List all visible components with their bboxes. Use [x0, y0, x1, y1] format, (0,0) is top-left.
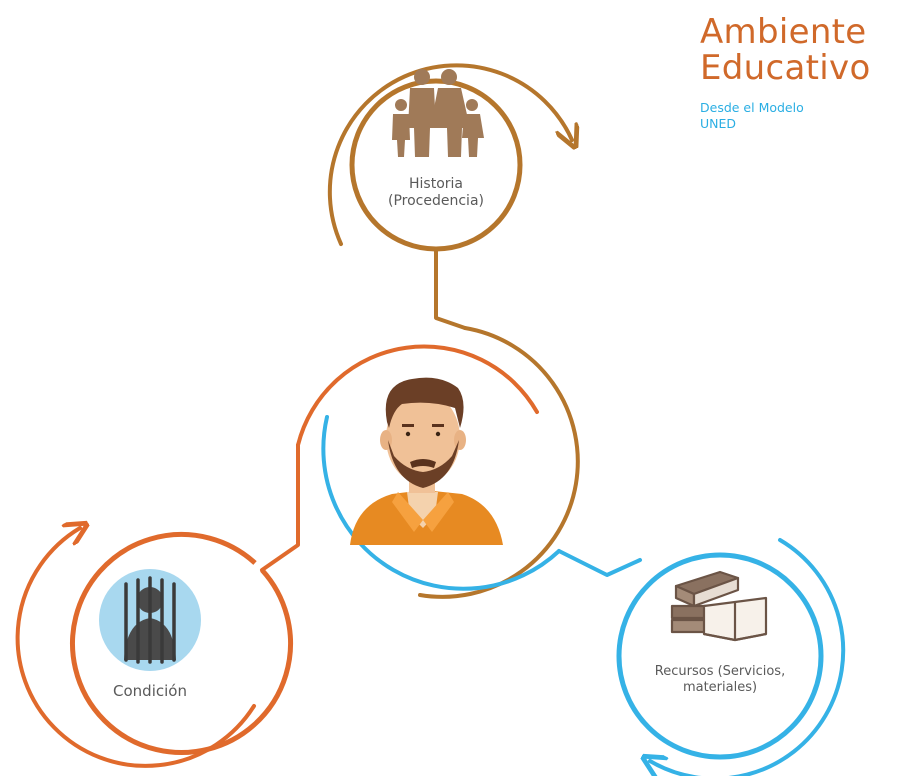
title-line-1: Ambiente: [700, 12, 867, 52]
center-brown-arc: [418, 326, 580, 599]
center-orange-arc: [296, 344, 539, 447]
recursos-label: Recursos (Servicios, materiales): [622, 664, 818, 696]
recursos-label-line-2: materiales): [682, 680, 758, 695]
connector-historia-center: [434, 247, 467, 330]
prisoner-icon: [99, 569, 201, 671]
condicion-node: [15, 528, 293, 768]
center-node: [296, 326, 580, 599]
condicion-label: Condición: [90, 683, 210, 700]
condicion-inner-ring: [70, 532, 293, 755]
recursos-label-line-1: Recursos (Servicios,: [654, 664, 786, 679]
student-avatar-icon: [350, 377, 503, 545]
historia-label-line-1: Historia: [409, 176, 463, 192]
subtitle-line-1: Desde el Modelo: [700, 100, 804, 115]
center-blue-arc: [321, 415, 561, 591]
recursos-outer-arrow-arc: [650, 538, 846, 776]
recursos-node: [616, 538, 846, 776]
recursos-inner-ring: [616, 552, 824, 760]
title-block: Ambiente Educativo Desde el Modelo UNED: [700, 14, 871, 132]
subtitle-line-2: UNED: [700, 116, 737, 131]
historia-label-line-2: (Procedencia): [388, 193, 484, 209]
connector-center-recursos: [557, 549, 642, 577]
historia-outer-arrow-arc: [327, 63, 572, 246]
condicion-outer-arrow-arc: [15, 528, 256, 768]
title-line-2: Educativo: [700, 48, 871, 88]
connector-center-condicion: [260, 443, 300, 572]
books-icon: [670, 570, 768, 642]
condicion-label-text: Condición: [113, 682, 187, 700]
family-icon: [392, 69, 484, 157]
historia-label: Historia (Procedencia): [376, 176, 496, 210]
